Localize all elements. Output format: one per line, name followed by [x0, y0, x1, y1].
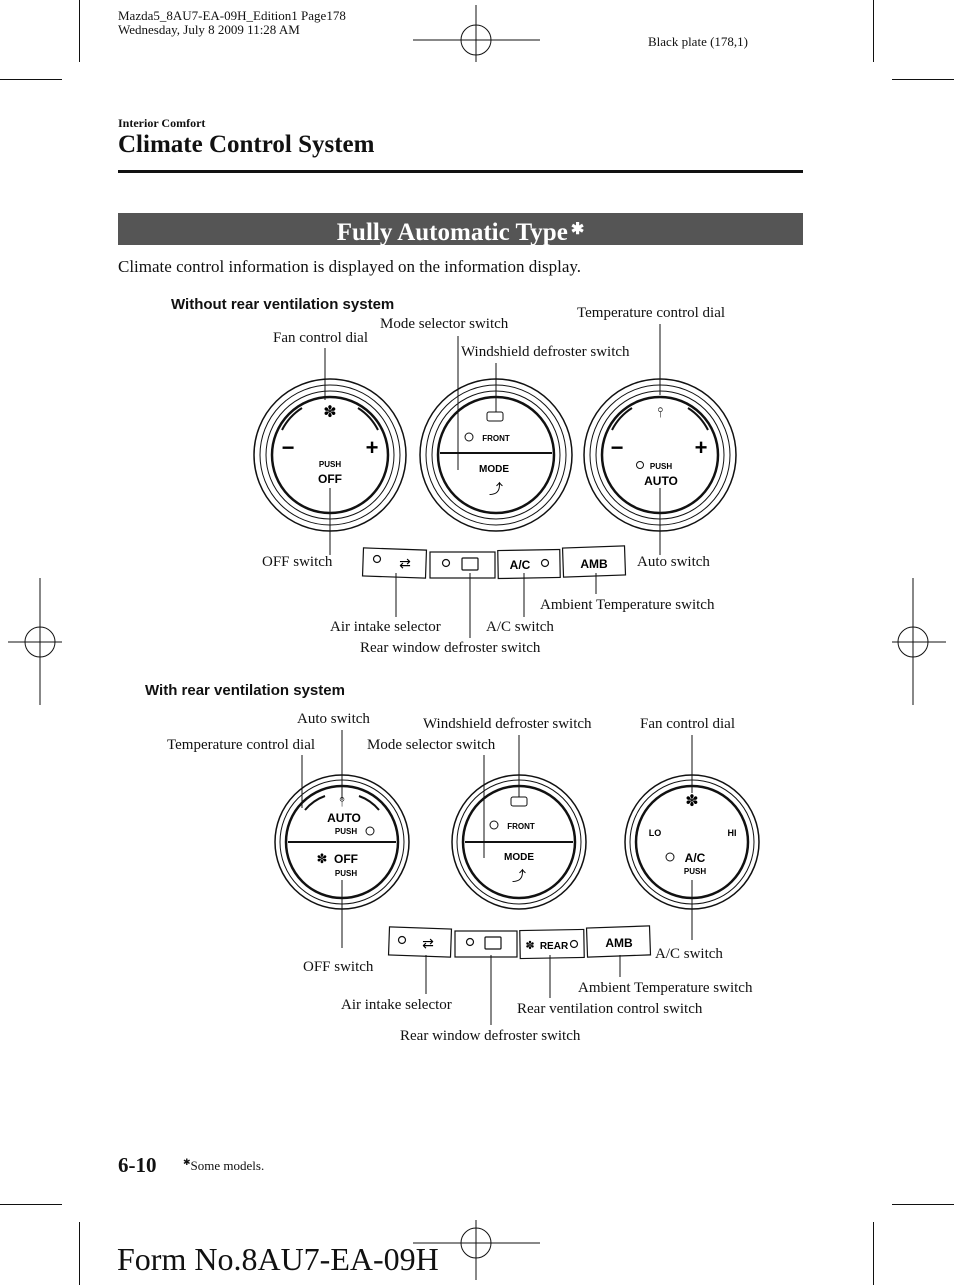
figure1-subtitle: Without rear ventilation system [171, 296, 395, 313]
crop-mark [79, 1222, 80, 1285]
label2-rear-window-defroster-switch: Rear window defroster switch [400, 1028, 581, 1044]
fan-icon: ✽ [685, 793, 698, 810]
label2-windshield-defroster-switch: Windshield defroster switch [423, 716, 592, 732]
amb-button-text: AMB [580, 557, 608, 571]
air-intake-button [361, 547, 428, 579]
label-rear-window-defroster-switch: Rear window defroster switch [360, 640, 541, 656]
label2-ambient-temperature-switch: Ambient Temperature switch [578, 980, 753, 996]
rear-fan-icon: ✽ [525, 940, 534, 952]
fan-control-dial [624, 774, 760, 910]
title-rule [118, 170, 803, 173]
footnote: ✱Some models. [183, 1157, 264, 1174]
footnote-text: Some models. [190, 1158, 265, 1173]
crop-mark [79, 0, 80, 62]
label2-off-switch: OFF switch [303, 959, 374, 975]
banner-asterisk: ✱ [570, 221, 585, 238]
print-header-plate: Black plate (178,1) [648, 34, 748, 49]
ac-button [497, 548, 561, 580]
section-category: Interior Comfort [118, 116, 206, 130]
mode-text: MODE [504, 852, 534, 863]
figure2-panel: ⫯ AUTO PUSH ✽ OFF PUSH FRONT MODE ⤴ ✽ LO… [274, 730, 760, 1025]
crop-mark [873, 1222, 874, 1285]
print-header-file: Mazda5_8AU7-EA-09H_Edition1 Page178 [118, 8, 346, 23]
label-windshield-defroster-switch: Windshield defroster switch [461, 344, 630, 360]
label-ambient-temperature-switch: Ambient Temperature switch [540, 597, 715, 613]
fan-icon: ✽ [323, 404, 336, 421]
fan-control-dial [253, 378, 407, 532]
recirc-icon: ⇄ [399, 555, 411, 571]
off-push-text: PUSH [335, 869, 357, 878]
mode-selector-dial [451, 774, 587, 910]
front-text: FRONT [507, 822, 535, 831]
label-ac-switch: A/C switch [486, 619, 554, 635]
ac-push-text: PUSH [684, 867, 706, 876]
page-title: Climate Control System [118, 131, 375, 158]
front-text: FRONT [482, 434, 510, 443]
label-air-intake-selector: Air intake selector [330, 619, 441, 635]
off-text: OFF [334, 852, 358, 866]
auto-button-text: AUTO [644, 474, 678, 488]
label-off-switch: OFF switch [262, 554, 333, 570]
rear-defroster-button [454, 930, 518, 958]
fan-icon: ✽ [317, 851, 328, 866]
mode-text: MODE [479, 464, 509, 475]
temperature-control-dial [583, 378, 737, 532]
temp-plus: + [695, 435, 708, 460]
amb-text: AMB [605, 936, 633, 950]
label2-air-intake-selector: Air intake selector [341, 997, 452, 1013]
print-header-date: Wednesday, July 8 2009 11:28 AM [118, 22, 300, 37]
label-mode-selector-switch: Mode selector switch [380, 316, 509, 332]
fan-push-text: PUSH [319, 460, 341, 469]
temperature-auto-dial [274, 774, 410, 910]
mode-vent-icon: ⤴ [512, 868, 526, 884]
figure1-panel: ✽ − + PUSH OFF FRONT MODE ⤴ ⫯ − + PUSH A… [253, 324, 737, 638]
page-number: 6-10 [118, 1153, 157, 1177]
intro-paragraph: Climate control information is displayed… [118, 257, 582, 276]
form-number: Form No.8AU7-EA-09H [117, 1241, 439, 1277]
label2-ac-switch: A/C switch [655, 946, 723, 962]
fan-plus: + [366, 435, 379, 460]
auto-text: AUTO [327, 811, 361, 825]
label2-auto-switch: Auto switch [297, 711, 370, 727]
fan-minus: − [282, 435, 295, 460]
crop-mark [892, 1204, 954, 1205]
recirc-icon: ⇄ [422, 935, 434, 951]
label-fan-control-dial: Fan control dial [273, 330, 368, 346]
air-intake-button [387, 926, 453, 958]
rear-ventilation-button [519, 928, 585, 960]
figure2-subtitle: With rear ventilation system [145, 682, 345, 699]
crop-mark [892, 79, 954, 80]
label2-temperature-control-dial: Temperature control dial [167, 737, 316, 753]
section-banner: Fully Automatic Type✱ [118, 213, 803, 246]
rear-text: REAR [540, 941, 569, 952]
banner-title: Fully Automatic Type [336, 219, 568, 246]
auto-push-text: PUSH [335, 827, 357, 836]
label2-fan-control-dial: Fan control dial [640, 716, 735, 732]
amb-button [585, 925, 652, 958]
footnote-asterisk: ✱ [183, 1157, 191, 1167]
label2-rear-ventilation-control-switch: Rear ventilation control switch [517, 1001, 703, 1017]
crop-mark [873, 0, 874, 62]
crop-mark [0, 79, 62, 80]
mode-selector-dial [419, 378, 573, 532]
thermometer-icon: ⫯ [339, 794, 345, 809]
crop-mark [0, 1204, 62, 1205]
lo-text: LO [649, 828, 662, 838]
label2-mode-selector-switch: Mode selector switch [367, 737, 496, 753]
rear-defroster-button [429, 551, 496, 579]
ac-text: A/C [685, 851, 706, 865]
thermometer-icon: ⫯ [657, 404, 663, 420]
temp-minus: − [611, 435, 624, 460]
off-button-text: OFF [318, 472, 342, 486]
ac-button-text: A/C [510, 558, 531, 572]
label-auto-switch: Auto switch [637, 554, 710, 570]
hi-text: HI [728, 828, 737, 838]
temp-push-text: PUSH [650, 462, 672, 471]
label-temperature-control-dial: Temperature control dial [577, 305, 726, 321]
mode-vent-icon: ⤴ [489, 481, 503, 497]
amb-button [561, 545, 627, 578]
